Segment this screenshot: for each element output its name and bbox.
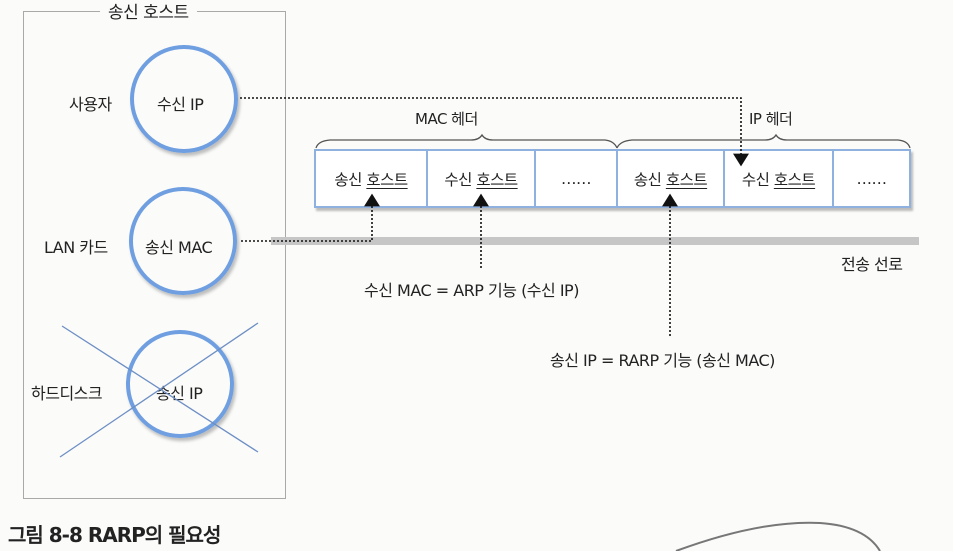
- transmission-line-label: 전송 선로: [841, 255, 903, 274]
- cell-prefix: 수신: [444, 170, 472, 189]
- cell-ellipsis: ……: [856, 169, 888, 188]
- sender-mac-text: 송신 MAC: [145, 238, 213, 257]
- ip-receiver-host-cell: 수신 호스트: [725, 151, 834, 206]
- ip-ellipsis-cell: ……: [834, 151, 909, 206]
- ip-header-brace: [616, 133, 911, 149]
- mac-header-brace: [315, 133, 618, 149]
- sender-mac-arrow: [241, 193, 380, 242]
- packet-frame: 송신 호스트 수신 호스트 …… 송신 호스트 수신 호스트 ……: [314, 149, 911, 208]
- sender-ip-circle: [126, 330, 234, 438]
- hard-disk-label: 하드디스크: [31, 384, 103, 403]
- receiver-ip-circle: [130, 45, 238, 153]
- mac-header-label: MAC 헤더: [415, 110, 478, 128]
- receiver-ip-text: 수신 IP: [157, 95, 204, 114]
- figure-caption: 그림 8-8 RARP의 필요성: [8, 523, 221, 547]
- sending-host-title: 송신 호스트: [100, 0, 197, 23]
- arp-annotation: 수신 MAC = ARP 기능 (수신 IP): [364, 281, 579, 300]
- cross-line-2: [59, 322, 259, 458]
- mac-receiver-host-cell: 수신 호스트: [428, 151, 536, 206]
- cell-prefix: 수신: [741, 170, 770, 189]
- mac-ellipsis-cell: ……: [536, 151, 618, 206]
- sender-mac-circle: [129, 187, 237, 295]
- transmission-line: [271, 237, 919, 245]
- sender-ip-text: 송신 IP: [156, 384, 203, 403]
- cell-prefix: 송신: [334, 170, 362, 189]
- pen-stroke-mark: [675, 521, 881, 551]
- cell-underlined: 호스트: [773, 170, 816, 189]
- cell-ellipsis: ……: [561, 169, 592, 188]
- cell-underlined: 호스트: [476, 170, 518, 189]
- rarp-annotation: 송신 IP = RARP 기능 (송신 MAC): [550, 351, 775, 370]
- receiver-ip-arrow: [240, 97, 749, 167]
- lan-card-label: LAN 카드: [44, 238, 108, 257]
- cell-prefix: 송신: [633, 170, 662, 189]
- mac-sender-host-cell: 송신 호스트: [316, 151, 428, 206]
- ip-sender-host-cell: 송신 호스트: [618, 151, 725, 206]
- ip-header-label: IP 헤더: [749, 110, 793, 128]
- cell-underlined: 호스트: [665, 170, 708, 189]
- user-label: 사용자: [69, 95, 112, 114]
- cell-underlined: 호스트: [366, 170, 408, 189]
